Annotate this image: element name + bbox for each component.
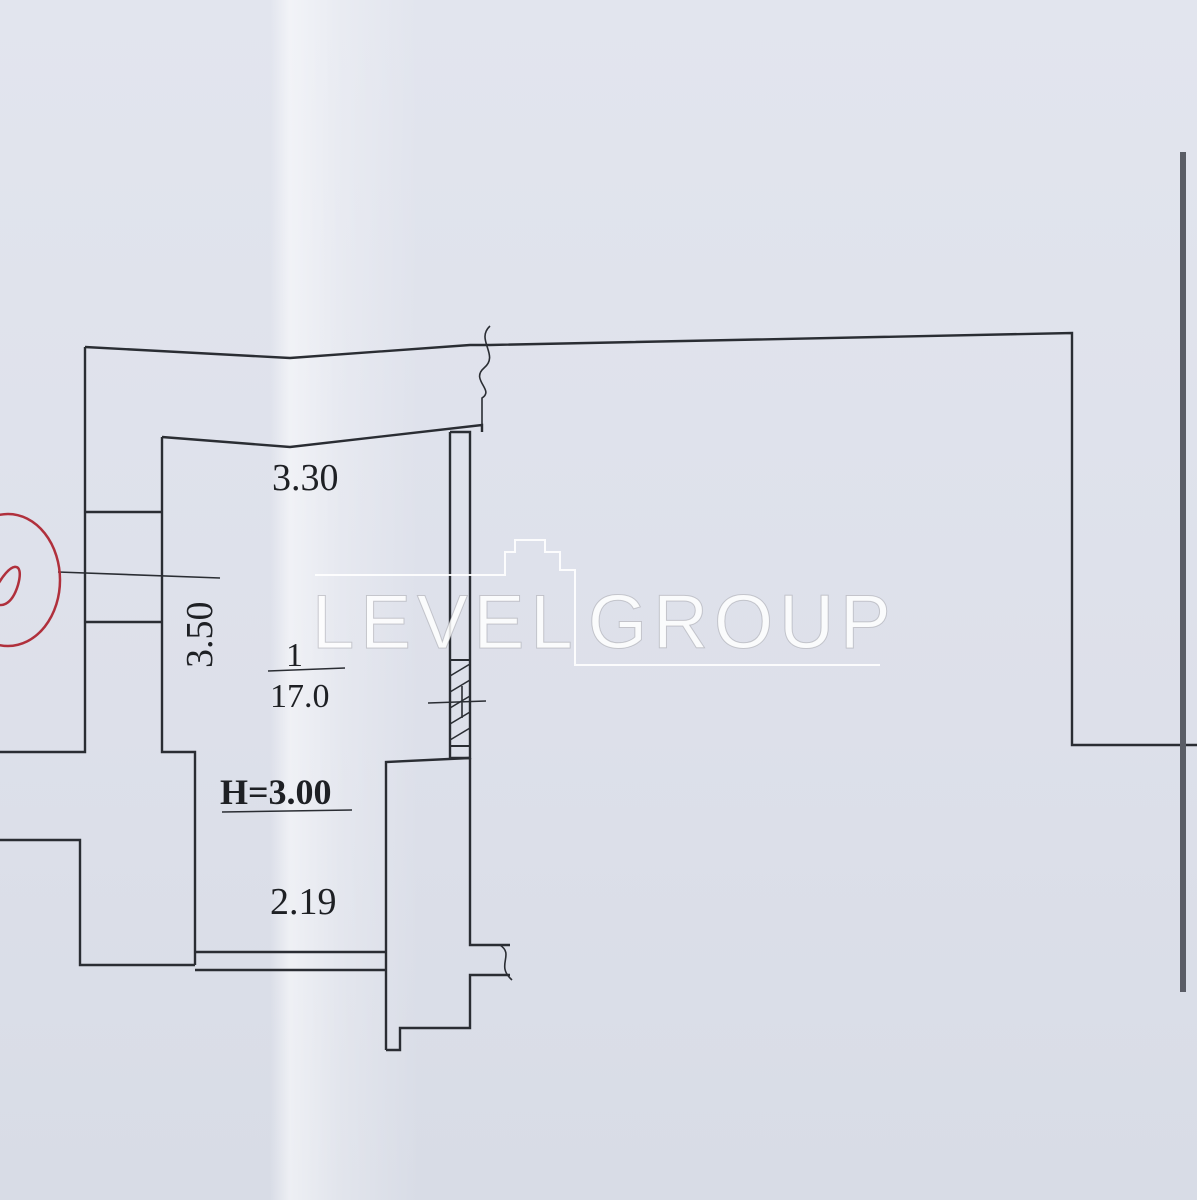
- outer-wall-top: [84, 331, 1197, 747]
- watermark-logo: LEVEL GROUP: [312, 539, 897, 666]
- room-number: 1: [286, 637, 303, 674]
- door-mark: [427, 686, 487, 718]
- room-wall-left: [160, 437, 197, 965]
- room-wall-top: [161, 423, 484, 449]
- window-left: [83, 510, 162, 624]
- room-fraction-line: [267, 667, 346, 672]
- stamp-mark: [0, 512, 62, 648]
- watermark-text-right: GROUP: [588, 580, 897, 665]
- scan-edge-bar: [1180, 152, 1186, 992]
- room-area: 17.0: [270, 678, 330, 715]
- wall-break-top: [478, 325, 491, 425]
- watermark-building-outline: [315, 539, 880, 666]
- wall-break-bottom: [499, 944, 513, 981]
- dimension-top: 3.30: [272, 457, 339, 499]
- height-underline: [221, 809, 353, 813]
- outer-wall-bottom-left: [0, 838, 195, 967]
- room-wall-lower-right: [386, 973, 510, 1052]
- room-wall-bottom: [195, 950, 386, 972]
- watermark-text-left: LEVEL: [312, 580, 579, 665]
- dimension-side: 3.50: [179, 602, 221, 669]
- room-wall-niche: [384, 756, 510, 1050]
- dimension-bottom: 2.19: [270, 881, 337, 923]
- axis-line: [57, 571, 221, 579]
- outer-wall-left: [0, 347, 87, 754]
- hatched-wall-segment: [449, 659, 471, 747]
- ceiling-height: H=3.00: [220, 772, 332, 812]
